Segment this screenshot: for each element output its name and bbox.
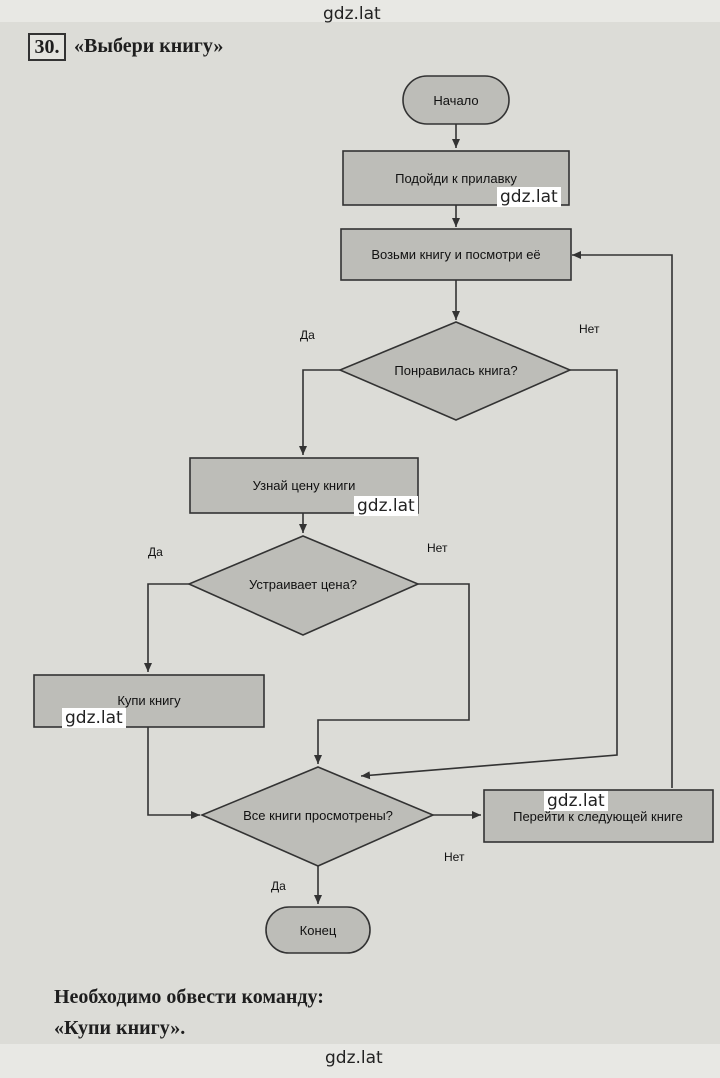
node-viewed-label: Все книги просмотрены? <box>243 808 393 823</box>
node-end: Конец <box>265 906 371 954</box>
node-buy-label: Купи книгу <box>117 693 181 708</box>
answer-line-1: Необходимо обвести команду: <box>54 986 324 1008</box>
edge-liked-no <box>360 369 618 780</box>
node-start-label: Начало <box>433 93 478 108</box>
edge-label-viewed-no: Нет <box>444 850 465 864</box>
edge-label-liked-yes: Да <box>300 328 315 342</box>
connectors <box>144 124 673 904</box>
node-ask-price: Узнай цену книги <box>189 457 419 514</box>
watermark-ask-price: gdz.lat <box>354 496 418 516</box>
watermark-top: gdz.lat <box>323 4 381 24</box>
node-viewed-decision: Все книги просмотрены? <box>199 766 436 867</box>
edge-price-no <box>314 583 470 764</box>
watermark-next-book: gdz.lat <box>544 791 608 811</box>
watermark-bottom: gdz.lat <box>325 1048 383 1068</box>
edge-price-yes <box>144 583 189 672</box>
watermark-approach: gdz.lat <box>497 187 561 207</box>
node-liked-decision: Понравилась книга? <box>337 321 573 421</box>
node-price-decision: Устраивает цена? <box>186 535 421 636</box>
node-price-label: Устраивает цена? <box>249 577 357 592</box>
node-approach-label: Подойди к прилавку <box>395 171 517 186</box>
node-end-label: Конец <box>300 923 337 938</box>
node-ask-price-label: Узнай цену книги <box>253 478 356 493</box>
watermark-buy: gdz.lat <box>62 708 126 728</box>
edge-next-take <box>572 251 673 788</box>
edge-label-liked-no: Нет <box>579 322 600 336</box>
node-take-book-label: Возьми книгу и посмотри её <box>371 247 540 262</box>
node-next-book-label: Перейти к следующей книге <box>513 809 683 824</box>
node-start: Начало <box>402 75 510 125</box>
answer-text: Необходимо обвести команду: «Купи книгу»… <box>54 982 324 1044</box>
answer-line-2: «Купи книгу». <box>54 1017 186 1039</box>
edge-label-viewed-yes: Да <box>271 879 286 893</box>
edge-label-price-no: Нет <box>427 541 448 555</box>
edge-label-price-yes: Да <box>148 545 163 559</box>
edge-liked-yes <box>299 369 340 455</box>
task-number: 30. <box>28 33 66 61</box>
task-title: «Выбери книгу» <box>74 35 224 57</box>
node-liked-label: Понравилась книга? <box>394 363 517 378</box>
edge-buy-viewed <box>147 727 200 819</box>
node-take-book: Возьми книгу и посмотри её <box>340 228 572 281</box>
